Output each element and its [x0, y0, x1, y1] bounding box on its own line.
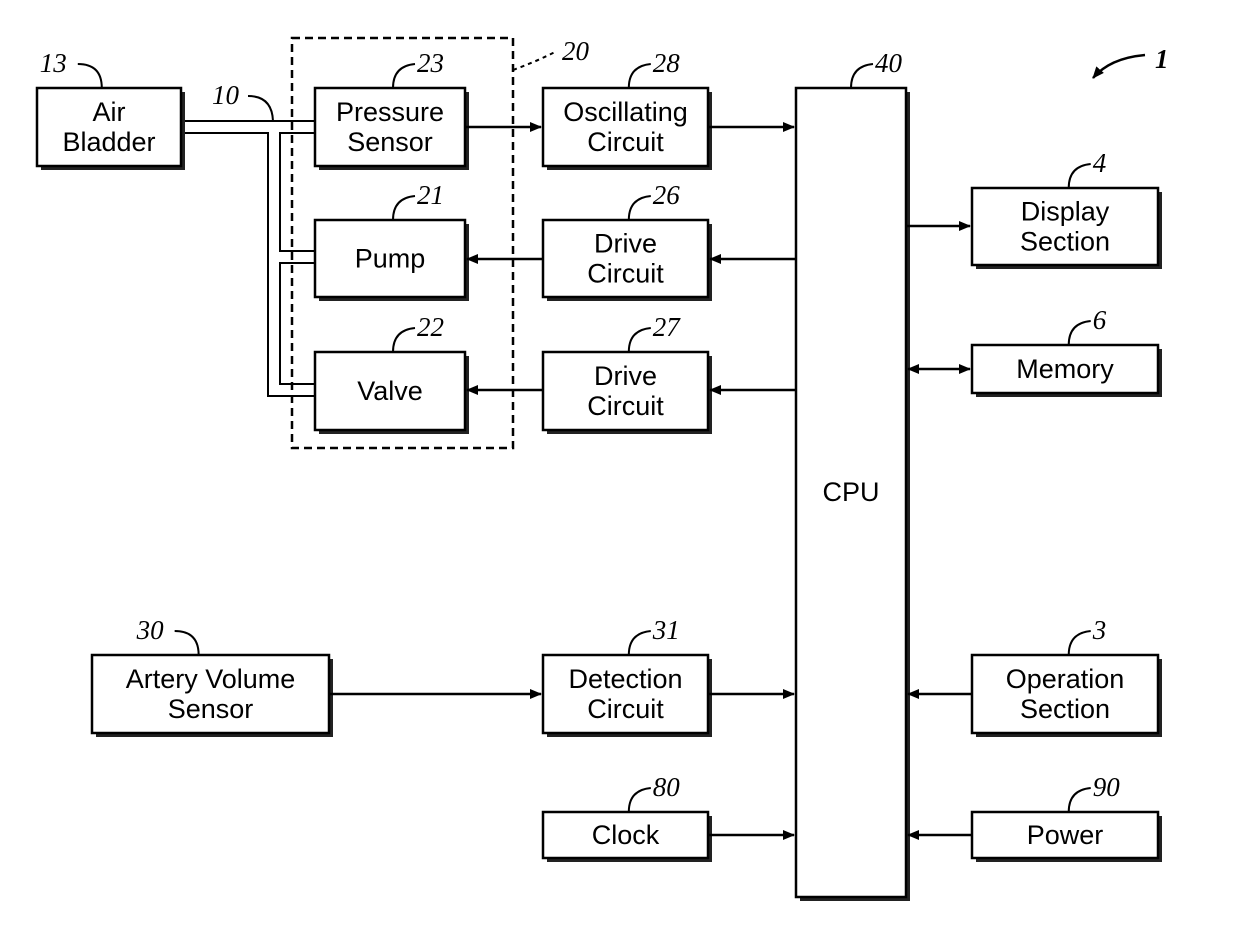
block-ref: 28: [653, 48, 681, 78]
block-label: Circuit: [587, 259, 664, 289]
block-label: Power: [1027, 820, 1104, 850]
block-label: Clock: [592, 820, 660, 850]
ref-leader: [629, 631, 651, 655]
block-label: Sensor: [168, 694, 254, 724]
tube-ref-leader: [248, 96, 273, 121]
block-label: Memory: [1016, 354, 1114, 384]
block-cpu: CPU 40: [796, 48, 910, 901]
ref-leader: [393, 328, 415, 352]
block-label: Operation: [1006, 664, 1125, 694]
block-ref: 4: [1093, 148, 1107, 178]
block-ref: 3: [1092, 615, 1107, 645]
block-label: Circuit: [587, 694, 664, 724]
block-drive-circuit-valve: DriveCircuit 27: [543, 312, 712, 434]
block-air-bladder: AirBladder 13: [37, 48, 185, 170]
group-20-leader: [513, 52, 555, 70]
block-memory: Memory 6: [972, 305, 1162, 397]
figure-ref-arrow: [1093, 55, 1145, 78]
block-ref: 21: [417, 180, 444, 210]
block-artery-volume-sensor: Artery VolumeSensor 30: [92, 615, 333, 737]
block-ref: 27: [653, 312, 682, 342]
ref-leader: [393, 196, 415, 220]
ref-leader: [1069, 321, 1091, 345]
block-label: Circuit: [587, 391, 664, 421]
block-label: Drive: [594, 361, 657, 391]
block-label: Valve: [357, 376, 423, 406]
block-label: Pressure: [336, 97, 444, 127]
ref-leader: [1069, 631, 1091, 655]
block-label: CPU: [822, 477, 879, 507]
block-ref: 40: [875, 48, 903, 78]
block-clock: Clock 80: [543, 772, 712, 862]
block-label: Display: [1021, 197, 1110, 227]
block-ref: 90: [1093, 772, 1121, 802]
ref-leader: [175, 631, 199, 655]
block-drive-circuit-pump: DriveCircuit 26: [543, 180, 712, 301]
ref-leader: [1069, 164, 1091, 188]
block-pressure-sensor: PressureSensor 23: [315, 48, 469, 170]
block-detection-circuit: DetectionCircuit 31: [543, 615, 712, 737]
block-label: Oscillating: [563, 97, 688, 127]
ref-leader: [1069, 788, 1091, 812]
block-ref: 26: [653, 180, 681, 210]
block-ref: 80: [653, 772, 681, 802]
block-label: Section: [1020, 227, 1110, 257]
figure-ref: 1: [1155, 44, 1169, 74]
ref-leader: [393, 64, 415, 88]
block-label: Drive: [594, 229, 657, 259]
block-valve: Valve 22: [315, 312, 469, 434]
air-tubes: [181, 121, 315, 396]
block-ref: 13: [40, 48, 67, 78]
block-label: Section: [1020, 694, 1110, 724]
block-oscillating-circuit: OscillatingCircuit 28: [543, 48, 712, 170]
block-power: Power 90: [972, 772, 1162, 862]
block-label: Detection: [568, 664, 682, 694]
block-label: Pump: [355, 244, 426, 274]
block-label: Circuit: [587, 127, 664, 157]
ref-leader: [629, 64, 651, 88]
block-display-section: DisplaySection 4: [972, 148, 1162, 269]
block-ref: 30: [136, 615, 165, 645]
ref-leader: [78, 64, 102, 88]
block-ref: 22: [417, 312, 444, 342]
block-label: Air: [93, 97, 126, 127]
ref-leader: [629, 196, 651, 220]
block-label: Artery Volume: [126, 664, 296, 694]
block-ref: 31: [652, 615, 680, 645]
ref-leader: [851, 64, 873, 88]
block-label: Bladder: [62, 127, 155, 157]
ref-leader: [629, 328, 651, 352]
block-ref: 23: [417, 48, 444, 78]
block-pump: Pump 21: [315, 180, 469, 301]
block-label: Sensor: [347, 127, 433, 157]
tube-ref: 10: [212, 80, 240, 110]
ref-leader: [629, 788, 651, 812]
block-ref: 6: [1093, 305, 1107, 335]
block-operation-section: OperationSection 3: [972, 615, 1162, 737]
group-20-ref: 20: [562, 36, 590, 66]
